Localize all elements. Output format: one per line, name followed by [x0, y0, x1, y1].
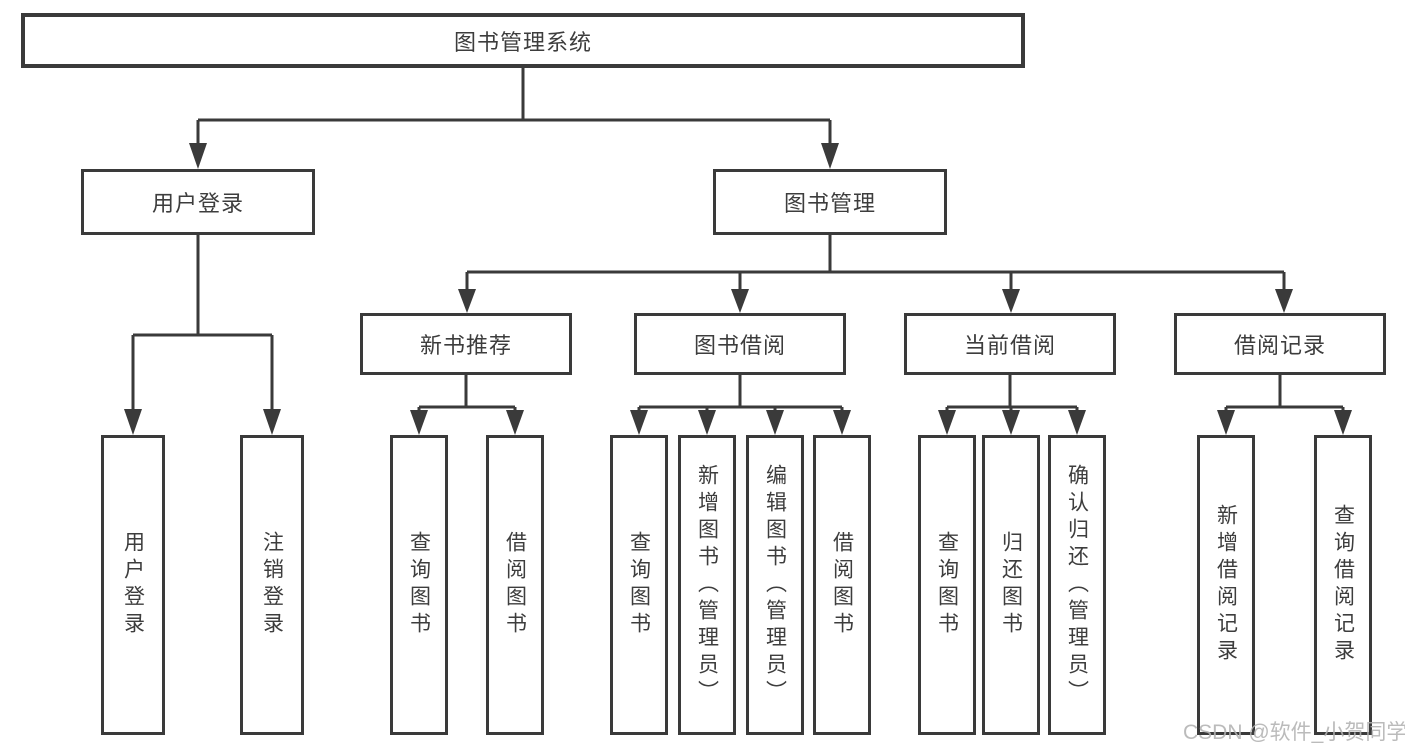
- arrowhead-icon: [458, 289, 476, 313]
- leaf-user-login-label: 用户登录: [121, 531, 145, 639]
- arrowhead-icon: [1068, 410, 1086, 435]
- node-new-book-recommend: 新书推荐: [360, 313, 572, 375]
- node-borrow-records-label: 借阅记录: [1233, 333, 1326, 358]
- leaf-logout-label: 注销登录: [260, 531, 284, 639]
- node-system-label: 图书管理系统: [453, 29, 592, 55]
- arrowhead-icon: [698, 410, 716, 435]
- leaf-records-add: 新增借阅记录: [1197, 435, 1255, 735]
- connector-newbooks-to-leaves: [417, 375, 517, 416]
- node-current-borrowing-label: 当前借阅: [963, 333, 1056, 358]
- leaf-current-return-label: 归还图书: [999, 531, 1023, 639]
- connector-root-to-level2: [196, 68, 832, 150]
- leaf-current-query-label: 查询图书: [935, 531, 959, 639]
- connector-bookmgmt-to-level3: [465, 235, 1286, 294]
- node-book-management-label: 图书管理: [783, 191, 876, 216]
- leaf-current-confirm-return: 确认归还（管理员）: [1048, 435, 1106, 735]
- arrowhead-icon: [938, 410, 956, 435]
- leaf-borrowing-query: 查询图书: [610, 435, 668, 735]
- node-book-borrowing: 图书借阅: [634, 313, 846, 375]
- arrowhead-icon: [506, 410, 524, 435]
- connector-borrowing-to-leaves: [637, 375, 844, 416]
- arrowhead-icon: [1275, 289, 1293, 313]
- arrowhead-icon: [1334, 410, 1352, 435]
- arrowhead-icon: [263, 409, 281, 435]
- leaf-current-return: 归还图书: [982, 435, 1040, 735]
- node-new-book-recommend-label: 新书推荐: [419, 333, 512, 358]
- leaf-records-query-label: 查询借阅记录: [1331, 504, 1355, 666]
- node-user-login: 用户登录: [81, 169, 315, 235]
- arrowhead-icon: [731, 289, 749, 313]
- arrowhead-icon: [1217, 410, 1235, 435]
- leaf-newbooks-borrow-label: 借阅图书: [503, 531, 527, 639]
- arrowhead-icon: [410, 410, 428, 435]
- leaf-current-confirm-return-label: 确认归还（管理员）: [1065, 463, 1089, 707]
- leaf-records-query: 查询借阅记录: [1314, 435, 1372, 735]
- arrowhead-icon: [1002, 410, 1020, 435]
- node-current-borrowing: 当前借阅: [904, 313, 1116, 375]
- node-book-borrowing-label: 图书借阅: [693, 333, 786, 358]
- arrowhead-icon: [124, 409, 142, 435]
- leaf-borrowing-add: 新增图书（管理员）: [678, 435, 736, 735]
- leaf-newbooks-query-label: 查询图书: [407, 531, 431, 639]
- leaf-logout: 注销登录: [240, 435, 304, 735]
- leaf-borrowing-edit: 编辑图书（管理员）: [746, 435, 804, 735]
- node-user-login-label: 用户登录: [151, 191, 244, 216]
- connector-current-to-leaves: [945, 375, 1079, 416]
- arrowhead-icon: [833, 410, 851, 435]
- arrowhead-icon: [189, 143, 207, 169]
- leaf-newbooks-query: 查询图书: [390, 435, 448, 735]
- leaf-borrowing-query-label: 查询图书: [627, 531, 651, 639]
- leaf-current-query: 查询图书: [918, 435, 976, 735]
- node-book-management: 图书管理: [713, 169, 947, 235]
- connector-userlogin-to-leaves: [131, 235, 274, 416]
- leaf-records-add-label: 新增借阅记录: [1214, 504, 1238, 666]
- watermark-text: CSDN @软件_小贺同学: [1183, 721, 1405, 744]
- node-borrow-records: 借阅记录: [1174, 313, 1386, 375]
- leaf-newbooks-borrow: 借阅图书: [486, 435, 544, 735]
- leaf-borrowing-add-label: 新增图书（管理员）: [695, 463, 719, 707]
- leaf-borrowing-borrow-label: 借阅图书: [830, 531, 854, 639]
- leaf-borrowing-edit-label: 编辑图书（管理员）: [763, 463, 787, 707]
- connector-records-to-leaves: [1224, 375, 1345, 416]
- leaf-borrowing-borrow: 借阅图书: [813, 435, 871, 735]
- arrowhead-icon: [630, 410, 648, 435]
- arrowhead-icon: [821, 143, 839, 169]
- node-system: 图书管理系统: [21, 13, 1025, 68]
- leaf-user-login: 用户登录: [101, 435, 165, 735]
- arrowhead-icon: [1002, 289, 1020, 313]
- arrowhead-icon: [766, 410, 784, 435]
